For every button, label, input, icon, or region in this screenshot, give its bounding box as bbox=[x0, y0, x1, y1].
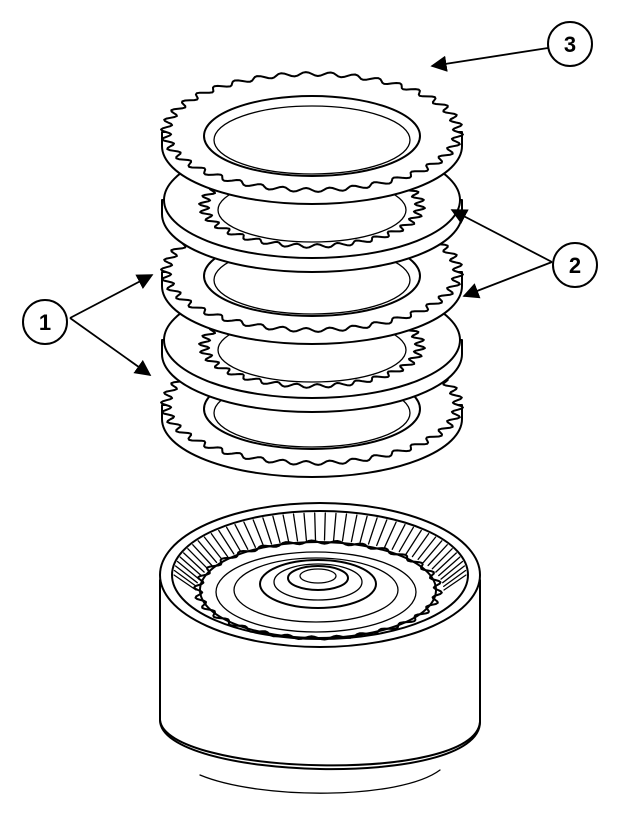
callout-1: 1 bbox=[22, 274, 154, 376]
svg-text:1: 1 bbox=[39, 310, 51, 335]
svg-text:2: 2 bbox=[569, 253, 581, 278]
callout-3: 3 bbox=[430, 21, 593, 72]
clutch-drum-icon bbox=[159, 502, 481, 794]
callout-2: 2 bbox=[450, 209, 598, 299]
clutch-plate-5 bbox=[160, 71, 464, 205]
svg-text:3: 3 bbox=[564, 32, 576, 57]
clutch-plate-stack bbox=[160, 71, 464, 478]
